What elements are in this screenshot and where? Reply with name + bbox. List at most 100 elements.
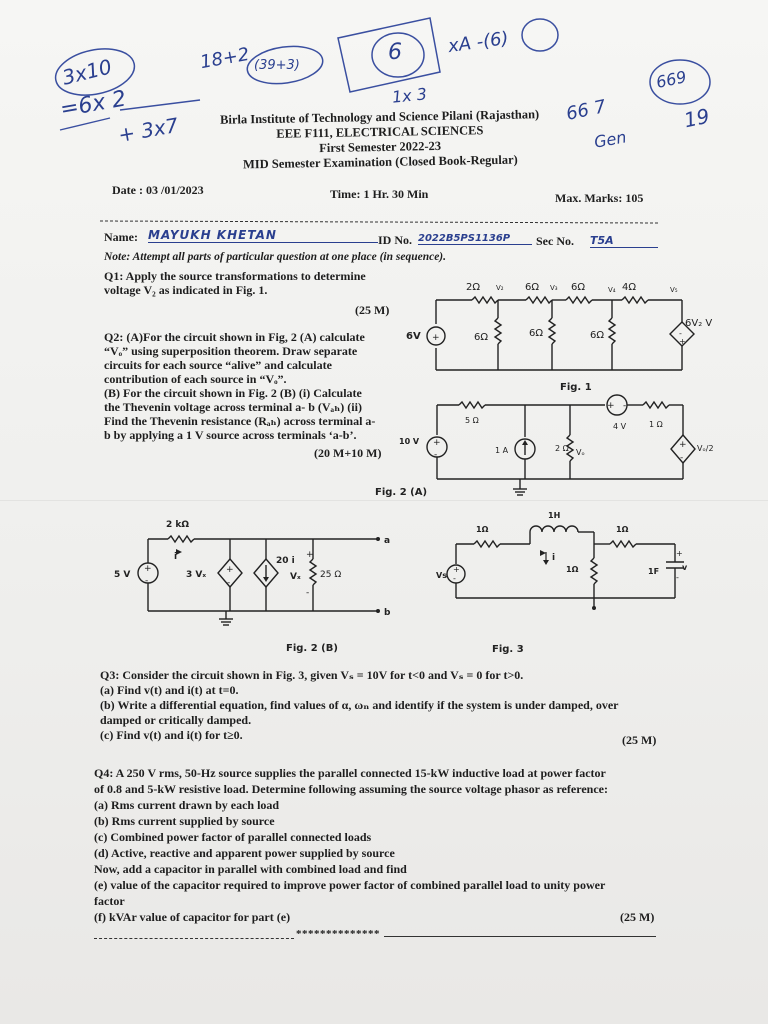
svg-text:-: - <box>680 453 683 463</box>
q4-part-e-line-2: factor <box>94 894 125 908</box>
question-1: Q1: Apply the source transformations to … <box>104 269 404 297</box>
q2-line-8: b by applying a 1 V source across termin… <box>104 428 357 442</box>
fig3-v-label: v <box>682 563 688 572</box>
fig1-node-v4: V₄ <box>608 286 616 294</box>
fig2a-caption: Fig. 2 (A) <box>375 487 427 498</box>
q3-marks: (25 M) <box>622 733 657 747</box>
footer-rule-right <box>384 936 656 937</box>
fig1-r7-label: 6Ω <box>590 330 604 341</box>
fig1-dependent-source-label: 6V₂ V <box>685 318 712 329</box>
svg-text:+: + <box>433 438 441 448</box>
id-field[interactable]: 2022B5PS1136P <box>418 233 532 245</box>
fig1-r1-label: 2Ω <box>466 282 480 293</box>
exam-note: Note: Attempt all parts of particular qu… <box>104 251 447 263</box>
fig2a-r5-label: 5 Ω <box>465 416 479 425</box>
hand-note-5: (39+3) <box>254 58 300 73</box>
question-4: Q4: A 250 V rms, 50-Hz source supplies t… <box>94 765 684 925</box>
footer-rule-left <box>94 938 294 939</box>
fig3-i-label: i <box>552 553 555 563</box>
q2-line-1: Q2: (A)For the circuit shown in Fig, 2 (… <box>104 330 365 344</box>
svg-text:-: - <box>306 588 309 598</box>
q2-line-2: “Vₒ” using superposition theorem. Draw s… <box>104 344 358 358</box>
fig2b-i-label: i <box>174 552 177 562</box>
question-2: Q2: (A)For the circuit shown in Fig, 2 (… <box>104 330 404 442</box>
fig2b-r25-label: 25 Ω <box>320 570 341 580</box>
figure-3-circuit: + - + - 1Ω 1Ω 1Ω 1H 1F Vs i v Fig. 3 <box>436 511 688 655</box>
fig1-r6-label: 6Ω <box>529 328 543 339</box>
fig1-caption: Fig. 1 <box>560 382 592 393</box>
fig3-vs-label: Vs <box>436 571 447 580</box>
sec-field[interactable]: T5A <box>590 234 658 248</box>
fig1-source-label: 6V <box>406 331 421 342</box>
q2-line-3: circuits for each source “alive” and cal… <box>104 358 332 372</box>
q3-part-b-line-1: (b) Write a differential equation, find … <box>100 698 619 712</box>
fig3-inductor-label: 1H <box>548 511 560 520</box>
q4-part-a: (a) Rms current drawn by each load <box>94 798 280 812</box>
svg-text:+: + <box>226 565 234 575</box>
name-label: Name: <box>104 230 138 244</box>
svg-text:+: + <box>676 549 683 558</box>
fig2b-terminal-b: b <box>384 608 391 618</box>
figure-2a-circuit: + - + - + - 5 Ω 1 Ω 2 Ω 10 V 4 V 1 A Vₒ … <box>375 394 714 498</box>
svg-text:+: + <box>679 337 686 346</box>
fig3-r3-label: 1Ω <box>566 565 579 574</box>
fig1-node-v5: V₅ <box>670 286 678 294</box>
q3-part-a: (a) Find v(t) and i(t) at t=0. <box>100 683 239 697</box>
fig2b-caption: Fig. 2 (B) <box>286 643 338 654</box>
q4-now: Now, add a capacitor in parallel with co… <box>94 862 407 876</box>
q3-part-b-line-2: damped or critically damped. <box>100 713 252 727</box>
fig2a-1a-label: 1 A <box>495 446 509 455</box>
fig1-r2-label: 6Ω <box>525 282 539 293</box>
svg-text:+: + <box>306 550 314 560</box>
fig2a-r2-label: 2 Ω <box>555 444 569 453</box>
question-3: Q3: Consider the circuit shown in Fig. 3… <box>100 668 680 743</box>
sec-label: Sec No. <box>536 234 574 248</box>
q3-intro: Q3: Consider the circuit shown in Fig. 3… <box>100 668 524 682</box>
q4-part-f: (f) kVAr value of capacitor for part (e) <box>94 910 291 924</box>
exam-date: Date : 03 /01/2023 <box>112 183 204 197</box>
fig1-r3-label: 6Ω <box>571 282 585 293</box>
q4-part-b: (b) Rms current supplied by source <box>94 814 275 828</box>
q4-intro-line-2: of 0.8 and 5-kW resistive load. Determin… <box>94 782 608 796</box>
svg-text:-: - <box>145 576 148 586</box>
fig1-node-v3: V₃ <box>550 284 558 292</box>
id-label: ID No. <box>378 233 413 247</box>
fig3-caption: Fig. 3 <box>492 644 524 655</box>
q4-intro-line-1: Q4: A 250 V rms, 50-Hz source supplies t… <box>94 766 606 780</box>
fig2b-20i-label: 20 i <box>276 556 295 566</box>
fig1-r4-label: 4Ω <box>622 282 636 293</box>
q1-marks: (25 M) <box>355 303 390 317</box>
svg-text:-: - <box>453 574 456 583</box>
fig2b-3vx-label: 3 Vₓ <box>186 570 206 580</box>
svg-text:+: + <box>679 440 687 450</box>
svg-text:+: + <box>432 333 440 343</box>
fig2a-10v-label: 10 V <box>399 437 420 446</box>
q1-line-2: voltage V₂ as indicated in Fig. 1. <box>104 283 268 297</box>
svg-text:-: - <box>434 450 437 460</box>
max-marks: Max. Marks: 105 <box>555 191 644 205</box>
svg-text:+: + <box>453 565 460 574</box>
q4-marks: (25 M) <box>620 910 655 924</box>
student-info-row: Name: MAYUKH KHETAN ID No. 2022B5PS1136P… <box>104 228 664 250</box>
fig2a-r1-label: 1 Ω <box>649 420 663 429</box>
footer-stars: ************** <box>296 928 380 940</box>
q4-part-e-line-1: (e) value of the capacitor required to i… <box>94 878 606 892</box>
handwriting-scribbles <box>54 17 711 131</box>
fig2b-5v-label: 5 V <box>114 570 130 580</box>
fig2a-dependent-label: Vₒ/2 <box>697 444 714 453</box>
q2-line-5: (B) For the circuit shown in Fig. 2 (B) … <box>104 386 362 400</box>
q4-part-d: (d) Active, reactive and apparent power … <box>94 846 395 860</box>
svg-text:+: + <box>607 401 615 411</box>
q2-line-6: the Thevenin voltage across terminal a- … <box>104 400 362 414</box>
svg-text:-: - <box>623 401 626 411</box>
svg-text:-: - <box>679 329 682 338</box>
fig2b-terminal-a: a <box>384 536 390 546</box>
fig1-node-v2: V₂ <box>496 284 504 292</box>
figure-1-circuit: + - + 2Ω 6Ω 6Ω 4Ω V₂ V₃ V₄ V₅ 6Ω 6Ω 6Ω 6… <box>406 282 712 393</box>
name-field[interactable]: MAYUKH KHETAN <box>148 228 378 243</box>
q1-line-1: Q1: Apply the source transformations to … <box>104 269 366 283</box>
fig2a-4v-label: 4 V <box>613 422 627 431</box>
fig1-r5-label: 6Ω <box>474 332 488 343</box>
fig2a-vo-label: Vₒ <box>576 448 585 457</box>
